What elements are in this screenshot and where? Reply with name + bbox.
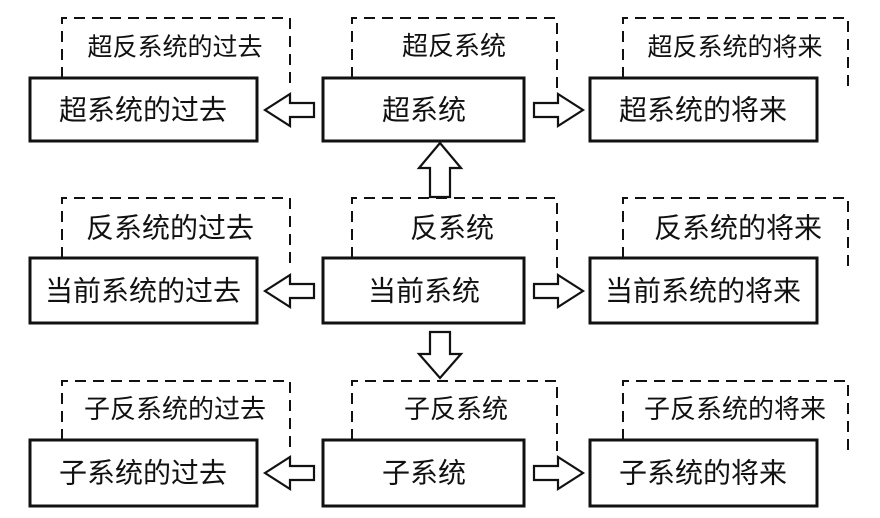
label-super: 超系统: [382, 94, 466, 127]
box-super-future: [588, 76, 819, 143]
label-current-past: 当前系统的过去: [45, 275, 241, 308]
dashed-box-anti-future: [622, 197, 849, 268]
label-anti-past: 反系统的过去: [86, 212, 254, 245]
arrow-left-icon: [262, 91, 316, 129]
label-super-anti-past: 超反系统的过去: [87, 33, 262, 62]
label-sub-future: 子系统的将来: [619, 457, 787, 490]
dashed-box-super-anti: [351, 17, 558, 88]
label-sub-anti-future: 子反系统的将来: [644, 395, 826, 425]
dashed-box-sub-anti-past: [61, 380, 291, 451]
dashed-box-super-anti-future: [622, 17, 849, 88]
box-current: [321, 256, 526, 325]
arrow-right-icon: [532, 91, 586, 129]
label-sub-anti-past: 子反系统的过去: [84, 395, 266, 425]
label-super-anti: 超反系统: [402, 32, 506, 62]
label-anti: 反系统: [410, 212, 494, 245]
label-sub: 子系统: [382, 457, 466, 490]
arrow-left-icon: [262, 272, 316, 310]
label-sub-anti: 子反系统: [404, 395, 508, 425]
box-super: [321, 76, 526, 143]
box-current-future: [588, 256, 819, 325]
dashed-box-anti: [351, 197, 558, 268]
dashed-box-sub-anti: [351, 380, 558, 451]
arrow-right-icon: [532, 272, 586, 310]
label-super-anti-future: 超反系统的将来: [647, 33, 822, 62]
box-current-past: [28, 256, 259, 325]
dashed-box-sub-anti-future: [622, 380, 849, 451]
arrow-up-icon: [416, 141, 464, 199]
label-current-future: 当前系统的将来: [605, 275, 801, 308]
label-super-future: 超系统的将来: [619, 94, 787, 127]
box-super-past: [28, 76, 259, 143]
label-sub-past: 子系统的过去: [59, 457, 227, 490]
box-sub: [321, 438, 526, 508]
arrow-down-icon: [416, 330, 464, 380]
box-sub-past: [28, 438, 259, 508]
label-super-past: 超系统的过去: [59, 94, 227, 127]
label-current: 当前系统: [368, 275, 480, 308]
arrow-left-icon: [262, 454, 316, 492]
label-anti-future: 反系统的将来: [654, 212, 822, 245]
arrow-right-icon: [532, 454, 586, 492]
box-sub-future: [588, 438, 819, 508]
